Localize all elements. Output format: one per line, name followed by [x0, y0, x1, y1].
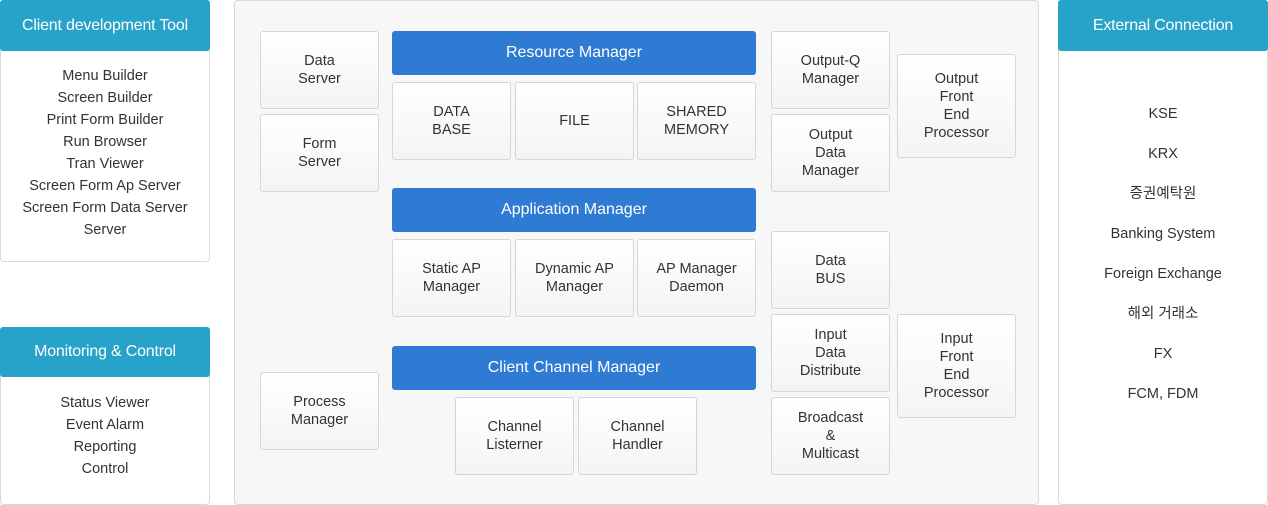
list-item: Reporting: [73, 439, 137, 455]
channel-listerner-box: Channel Listerner: [455, 397, 574, 475]
output-front-end-processor-box: Output Front End Processor: [897, 54, 1016, 158]
input-data-distribute-box: Input Data Distribute: [771, 314, 890, 392]
external-connection-list: KSE KRX 증권예탁원 Banking System Foreign Exc…: [1059, 94, 1267, 414]
list-item: 증권예탁원: [1129, 186, 1197, 202]
form-server-box: Form Server: [260, 114, 379, 192]
core-system-panel: Data Server Form Server Process Manager …: [234, 0, 1039, 505]
dynamic-ap-manager-box: Dynamic AP Manager: [515, 239, 634, 317]
data-server-box: Data Server: [260, 31, 379, 109]
list-item: FX: [1153, 346, 1173, 362]
list-item: Tran Viewer: [66, 156, 144, 172]
list-item: Screen Builder: [57, 90, 153, 106]
monitoring-list: Status Viewer Event Alarm Reporting Cont…: [1, 392, 209, 480]
list-item: KSE: [1148, 106, 1178, 122]
external-connection-title: External Connection: [1058, 0, 1268, 51]
client-tool-panel: Client development Tool Menu Builder Scr…: [0, 0, 210, 262]
shared-memory-box: SHARED MEMORY: [637, 82, 756, 160]
ap-manager-daemon-box: AP Manager Daemon: [637, 239, 756, 317]
file-box: FILE: [515, 82, 634, 160]
client-tool-title: Client development Tool: [0, 0, 210, 51]
list-item: Status Viewer: [60, 395, 150, 411]
output-data-manager-box: Output Data Manager: [771, 114, 890, 192]
external-connection-panel: External Connection KSE KRX 증권예탁원 Bankin…: [1058, 0, 1268, 505]
list-item: 해외 거래소: [1127, 306, 1199, 322]
list-item: Banking System: [1110, 226, 1216, 242]
client-tool-list: Menu Builder Screen Builder Print Form B…: [1, 65, 209, 241]
list-item: Event Alarm: [65, 417, 145, 433]
application-manager-header: Application Manager: [392, 188, 756, 232]
database-box: DATA BASE: [392, 82, 511, 160]
list-item: KRX: [1148, 146, 1178, 162]
monitoring-title: Monitoring & Control: [0, 327, 210, 377]
list-item: Screen Form Ap Server: [29, 178, 181, 194]
list-item: Print Form Builder: [46, 112, 164, 128]
list-item: Menu Builder: [62, 68, 148, 84]
resource-manager-header: Resource Manager: [392, 31, 756, 75]
list-item: Foreign Exchange: [1104, 266, 1222, 282]
data-bus-box: Data BUS: [771, 231, 890, 309]
list-item: Control: [81, 461, 129, 477]
list-item: Run Browser: [63, 134, 147, 150]
monitoring-panel: Monitoring & Control Status Viewer Event…: [0, 327, 210, 505]
output-q-manager-box: Output-Q Manager: [771, 31, 890, 109]
process-manager-box: Process Manager: [260, 372, 379, 450]
list-item: Server: [83, 222, 127, 238]
static-ap-manager-box: Static AP Manager: [392, 239, 511, 317]
list-item: Screen Form Data Server: [22, 200, 188, 216]
list-item: FCM, FDM: [1127, 386, 1199, 402]
broadcast-multicast-box: Broadcast & Multicast: [771, 397, 890, 475]
input-front-end-processor-box: Input Front End Processor: [897, 314, 1016, 418]
client-channel-manager-header: Client Channel Manager: [392, 346, 756, 390]
channel-handler-box: Channel Handler: [578, 397, 697, 475]
